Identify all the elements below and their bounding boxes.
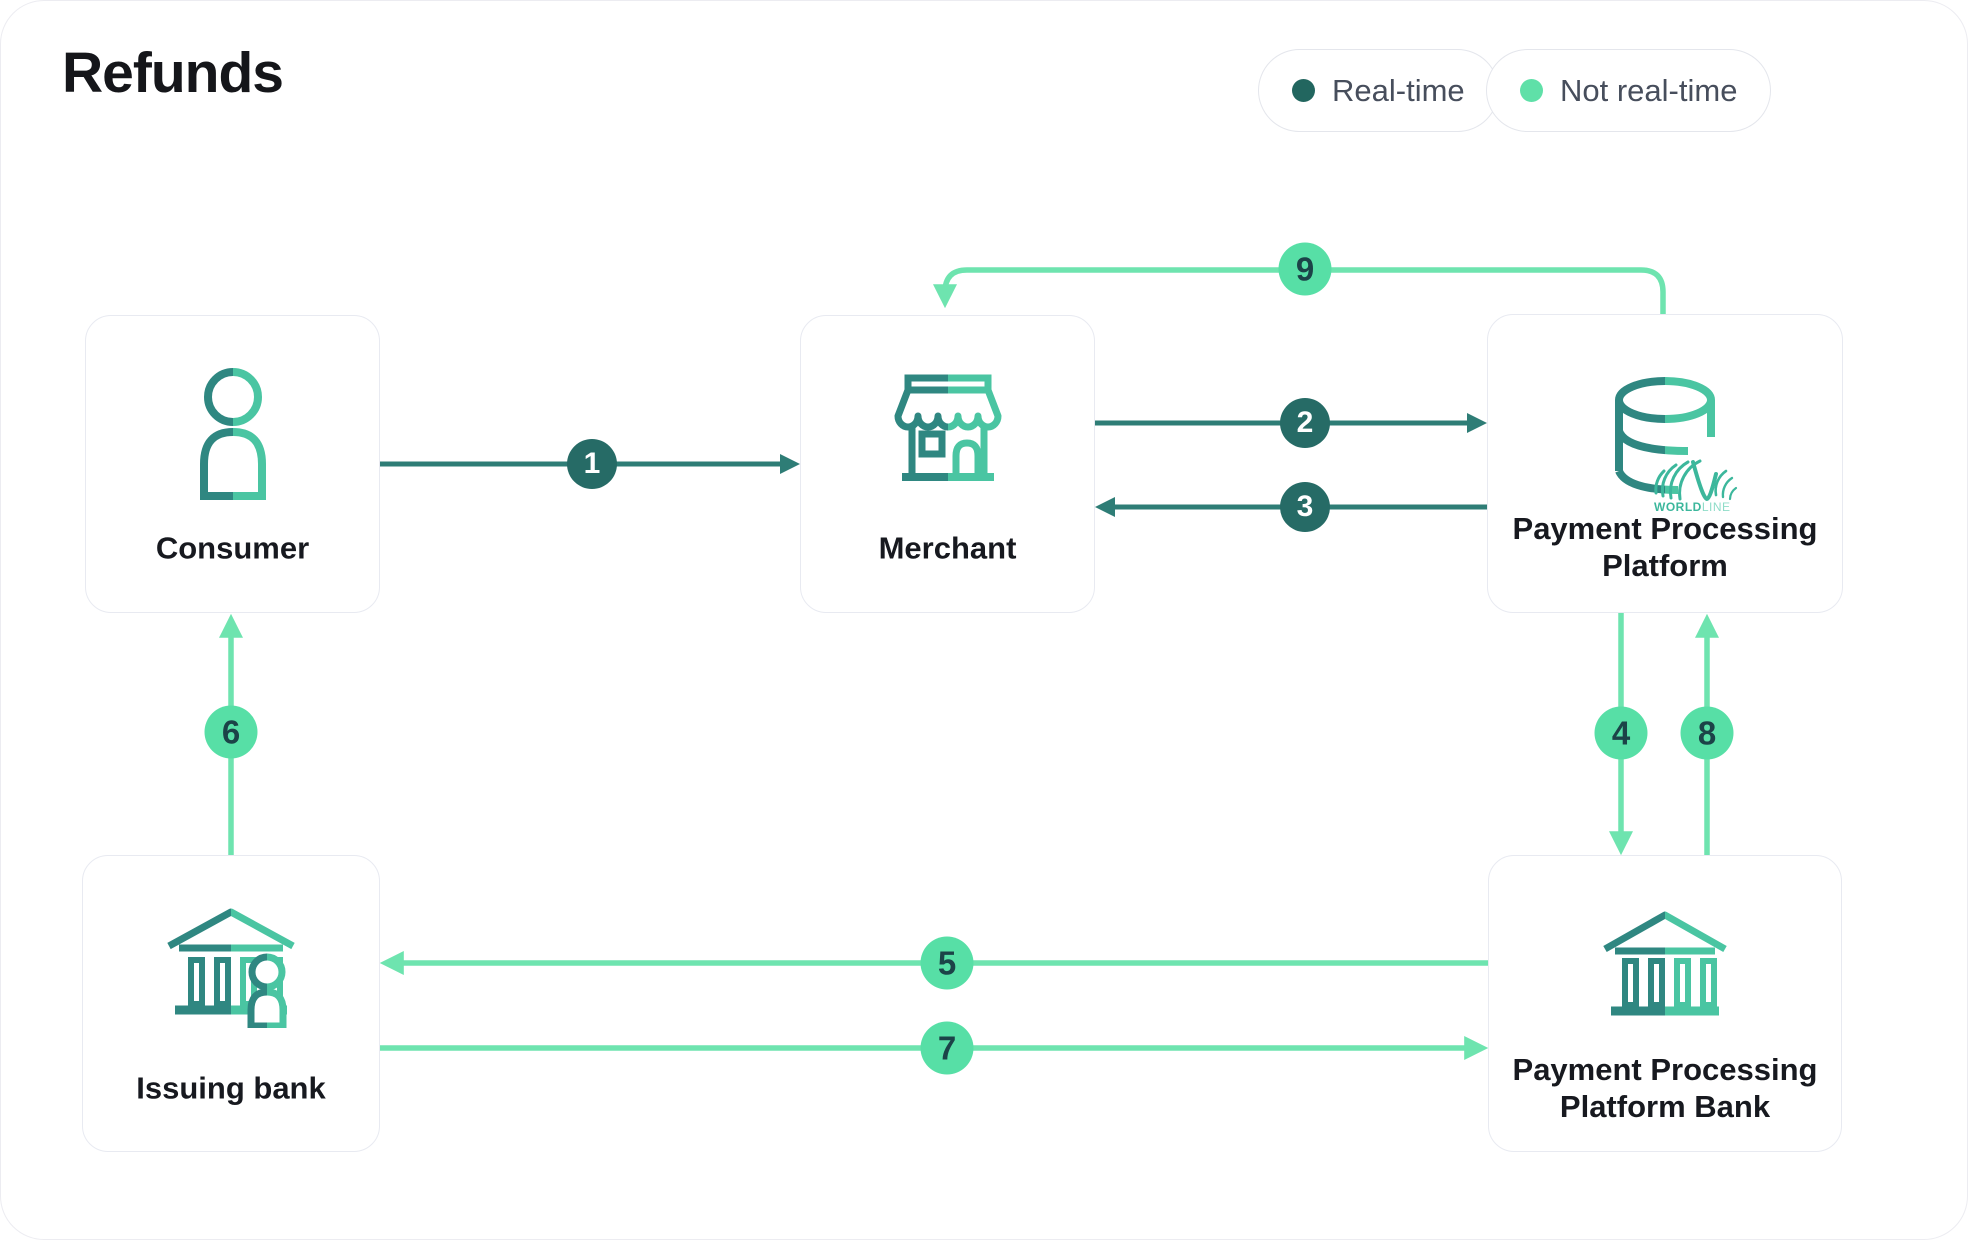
node-merchant-label: Merchant (878, 530, 1017, 566)
legend-real-time-label: Real-time (1332, 72, 1465, 108)
node-consumer: Consumer (85, 315, 380, 613)
step-badge-1: 1 (567, 439, 617, 489)
node-payment-processing-platform-label: Payment Processing Platform (1512, 511, 1818, 583)
step-badge-8: 8 (1680, 706, 1734, 760)
step-badge-2: 2 (1280, 398, 1330, 448)
node-consumer-label: Consumer (155, 530, 310, 566)
page-title: Refunds (62, 41, 284, 105)
real-time-dot-icon (1292, 79, 1315, 102)
legend-not-real-time-label: Not real-time (1560, 72, 1738, 108)
node-payment-processing-platform-bank: Payment Processing Platform Bank (1488, 855, 1842, 1152)
bank-icon (1599, 909, 1731, 1023)
bank-person-icon (161, 904, 301, 1030)
node-issuing-bank: Issuing bank (82, 855, 380, 1152)
step-badge-5: 5 (920, 936, 974, 990)
step-badge-7: 7 (920, 1021, 974, 1075)
database-icon: WORLDLINE (1602, 373, 1738, 514)
step-badge-3: 3 (1280, 482, 1330, 532)
worldline-logo: WORLDLINE (1650, 455, 1750, 514)
svg-text:WORLDLINE: WORLDLINE (1654, 500, 1731, 513)
step-badge-4: 4 (1594, 706, 1648, 760)
step-badge-6: 6 (204, 705, 258, 759)
legend-not-real-time[interactable]: Not real-time (1486, 49, 1772, 132)
not-real-time-dot-icon (1520, 79, 1543, 102)
node-issuing-bank-label: Issuing bank (136, 1070, 326, 1106)
step-badge-9: 9 (1278, 242, 1332, 296)
storefront-icon (884, 374, 1012, 490)
node-payment-processing-platform: WORLDLINE Payment Processing Platform (1487, 314, 1843, 613)
node-merchant: Merchant (800, 315, 1095, 613)
person-icon (195, 366, 271, 500)
node-payment-processing-platform-bank-label: Payment Processing Platform Bank (1512, 1052, 1818, 1124)
legend-real-time[interactable]: Real-time (1258, 49, 1499, 132)
